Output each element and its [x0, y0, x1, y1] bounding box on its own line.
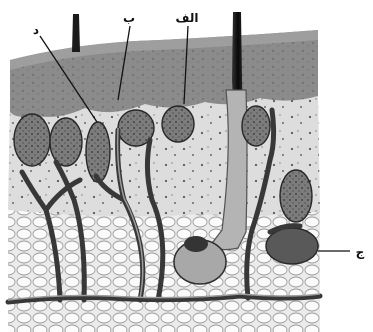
gland-6: [242, 106, 270, 146]
gland-7: [280, 170, 312, 222]
hair-shaft-left: [72, 14, 80, 52]
label-j: ج: [356, 245, 365, 259]
label-b: ب: [123, 11, 135, 25]
gland-2: [50, 118, 82, 166]
label-d: د: [33, 23, 39, 37]
sweat-gland-coil: [266, 228, 318, 264]
gland-3: [86, 122, 110, 182]
hair-papilla: [184, 236, 208, 252]
gland-1: [14, 114, 50, 166]
gland-5: [162, 106, 194, 142]
label-alef: الف: [176, 11, 199, 25]
